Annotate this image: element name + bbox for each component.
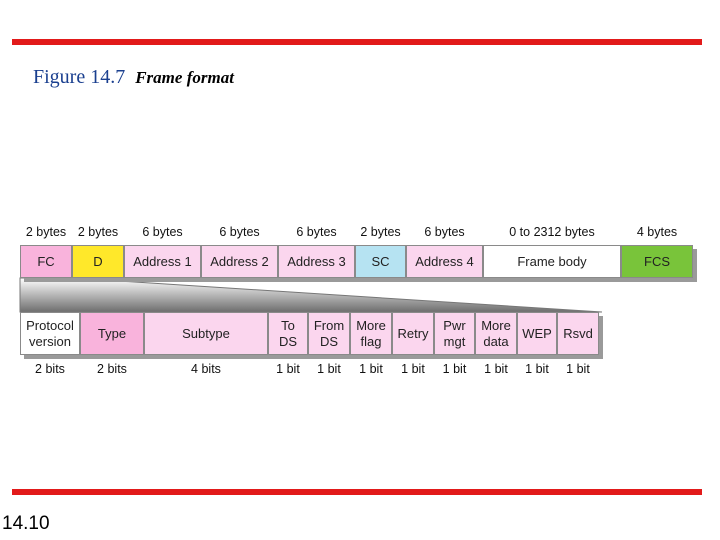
- frame-field: Frame body: [483, 245, 621, 278]
- frame-field-size: 6 bytes: [219, 225, 260, 239]
- fc-field: Subtype: [144, 312, 268, 355]
- frame-field: Address 3: [278, 245, 355, 278]
- fc-field: From DS: [308, 312, 350, 355]
- frame-field: D: [72, 245, 124, 278]
- fc-field-size: 1 bit: [525, 362, 549, 376]
- frame-field-size: 6 bytes: [142, 225, 183, 239]
- frame-field-size: 2 bytes: [25, 225, 67, 239]
- figure-title: Figure 14.7 Frame format: [33, 66, 234, 89]
- bottom-red-rule: [12, 489, 702, 495]
- fc-field: To DS: [268, 312, 308, 355]
- fc-field: More data: [475, 312, 517, 355]
- fc-field-size: 1 bit: [359, 362, 383, 376]
- frame-field-size: 6 bytes: [296, 225, 337, 239]
- fc-row-shadow-bottom: [24, 355, 603, 359]
- fc-field: More flag: [350, 312, 392, 355]
- fc-field-size: 4 bits: [191, 362, 221, 376]
- fc-field-size: 2 bits: [97, 362, 127, 376]
- frame-field-size: 2 bytes: [360, 225, 401, 239]
- figure-number: Figure 14.7: [33, 66, 126, 88]
- fc-field: Rsvd: [557, 312, 599, 355]
- fc-field-size: 1 bit: [276, 362, 300, 376]
- frame-field: Address 2: [201, 245, 278, 278]
- fc-field-size: 1 bit: [484, 362, 508, 376]
- figure-caption: Frame format: [135, 68, 234, 87]
- fc-field: WEP: [517, 312, 557, 355]
- fc-row-shadow-right: [599, 316, 603, 359]
- fc-field: Protocol version: [20, 312, 80, 355]
- frame-field: Address 4: [406, 245, 483, 278]
- fc-field-size: 1 bit: [401, 362, 425, 376]
- fc-field-size: 2 bits: [35, 362, 65, 376]
- frame-field-size: 2 bytes: [77, 225, 119, 239]
- frame-field-size: 4 bytes: [636, 225, 678, 239]
- fc-field-size: 1 bit: [566, 362, 590, 376]
- slide-number: 14.10: [2, 513, 50, 534]
- frame-field: Address 1: [124, 245, 201, 278]
- frame-field-size: 6 bytes: [424, 225, 465, 239]
- frame-row-shadow-right: [693, 249, 697, 282]
- fc-field: Pwr mgt: [434, 312, 475, 355]
- top-red-rule: [12, 39, 702, 45]
- fc-field-size: 1 bit: [442, 362, 467, 376]
- frame-field-size: 0 to 2312 bytes: [509, 225, 595, 239]
- fc-field: Type: [80, 312, 144, 355]
- frame-field: SC: [355, 245, 406, 278]
- fc-field-size: 1 bit: [317, 362, 341, 376]
- fc-field: Retry: [392, 312, 434, 355]
- frame-field: FC: [20, 245, 72, 278]
- frame-row-shadow-bottom: [24, 278, 697, 282]
- frame-field: FCS: [621, 245, 693, 278]
